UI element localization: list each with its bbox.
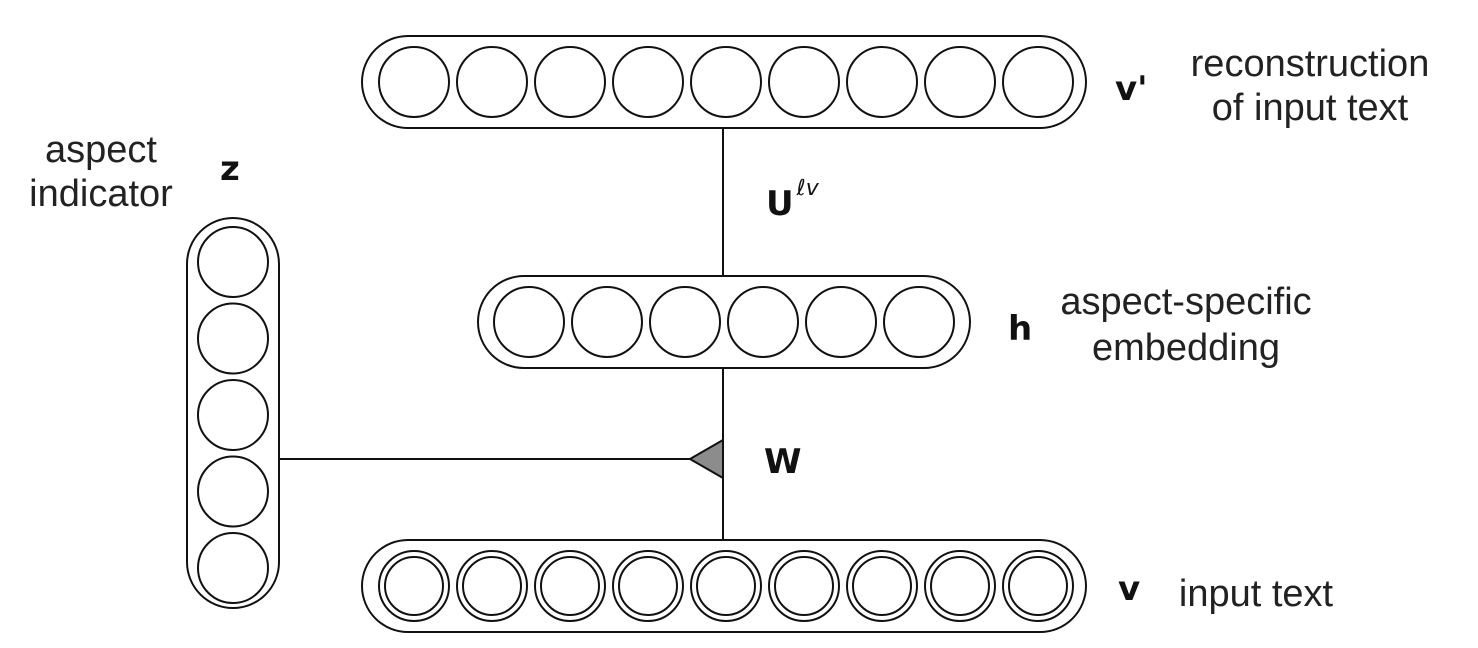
aspect-unit bbox=[197, 302, 269, 375]
input-unit-inner-ring bbox=[462, 556, 522, 616]
output-desc-line2: of input text bbox=[1212, 87, 1409, 129]
hidden-desc-line2: embedding bbox=[1092, 327, 1280, 369]
gate-triangle-icon bbox=[687, 438, 724, 480]
output-unit bbox=[534, 46, 606, 118]
hidden-unit bbox=[493, 286, 565, 358]
output-symbol: v' bbox=[1115, 69, 1148, 109]
aspect-layer bbox=[186, 217, 280, 609]
input-layer bbox=[361, 539, 1087, 633]
hidden-symbol: h bbox=[1008, 309, 1032, 349]
hidden-unit bbox=[883, 286, 955, 358]
aspect-unit bbox=[197, 379, 269, 451]
output-layer bbox=[361, 35, 1087, 129]
output-unit bbox=[456, 46, 528, 118]
decoder-weight-base: U bbox=[766, 184, 794, 224]
decoder-weight-superscript: ℓv bbox=[796, 176, 820, 201]
output-unit bbox=[924, 46, 996, 118]
hidden-unit bbox=[571, 286, 643, 358]
output-unit bbox=[690, 46, 762, 118]
input-unit-inner-ring bbox=[618, 556, 678, 616]
input-symbol: v bbox=[1118, 569, 1140, 609]
output-unit bbox=[768, 46, 840, 118]
output-unit bbox=[378, 46, 450, 118]
hidden-unit bbox=[649, 286, 721, 358]
output-unit bbox=[612, 46, 684, 118]
aspect-symbol: z bbox=[220, 149, 240, 189]
output-unit bbox=[1002, 46, 1074, 118]
input-unit-inner-ring bbox=[930, 556, 990, 616]
input-unit-inner-ring bbox=[852, 556, 912, 616]
input-desc: input text bbox=[1179, 573, 1334, 615]
input-unit-inner-ring bbox=[1008, 556, 1068, 616]
encoder-weight-label: W bbox=[764, 442, 802, 482]
hidden-units bbox=[493, 286, 955, 358]
input-unit-inner-ring bbox=[774, 556, 834, 616]
input-units bbox=[378, 550, 1074, 622]
aspect-unit bbox=[197, 455, 269, 528]
aspect-desc-line1: aspect bbox=[45, 129, 157, 171]
output-desc-line1: reconstruction bbox=[1191, 43, 1430, 85]
aspect-unit bbox=[197, 532, 269, 604]
hidden-unit bbox=[805, 286, 877, 358]
input-unit-inner-ring bbox=[696, 556, 756, 616]
output-units bbox=[378, 46, 1074, 118]
hidden-desc-line1: aspect-specific bbox=[1060, 281, 1311, 323]
aspect-unit bbox=[197, 226, 269, 298]
output-unit bbox=[846, 46, 918, 118]
aspect-units bbox=[197, 226, 269, 604]
hidden-layer bbox=[477, 275, 971, 369]
aspect-desc-line2: indicator bbox=[29, 173, 173, 215]
hidden-unit bbox=[727, 286, 799, 358]
input-unit-inner-ring bbox=[384, 556, 444, 616]
input-unit-inner-ring bbox=[540, 556, 600, 616]
